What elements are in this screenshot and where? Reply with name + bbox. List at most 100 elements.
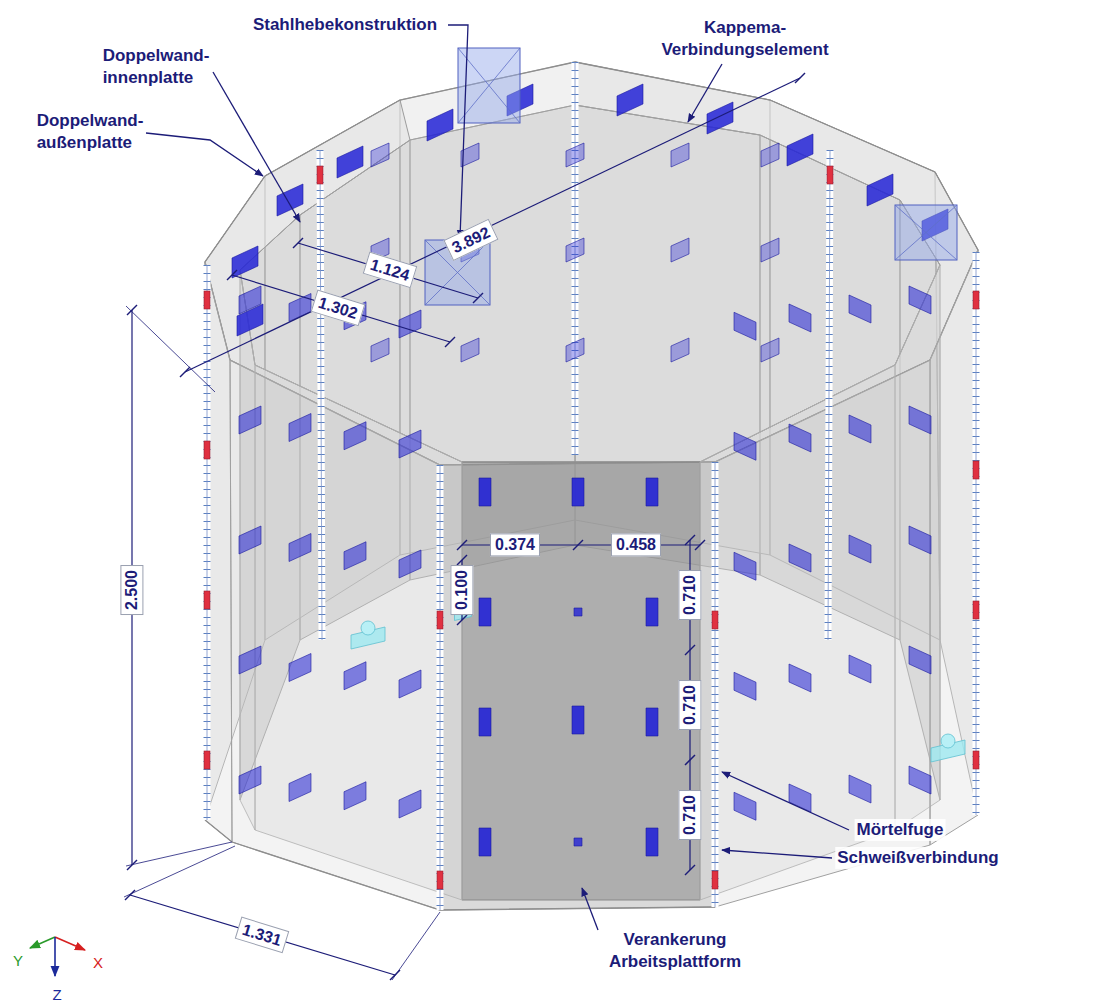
mortar-joint	[437, 465, 444, 910]
kappema-connector	[734, 672, 756, 700]
dimension-tick	[473, 293, 483, 303]
dimension-tick	[685, 535, 695, 545]
kappema-connector	[239, 646, 261, 674]
part-label: Kappema- Verbindungselement	[659, 17, 830, 61]
mortar-joint-line	[207, 265, 208, 820]
mortar-joint-line	[976, 252, 977, 815]
kappema-connector	[337, 146, 363, 178]
kappema-connector	[427, 109, 453, 141]
mortar-joint	[320, 150, 322, 640]
weld-connection	[973, 461, 979, 479]
leader-line	[213, 72, 300, 222]
leader-line	[448, 25, 468, 238]
mortar-joint-hatch	[204, 265, 211, 820]
leader-line	[582, 888, 598, 930]
kappema-connector	[789, 424, 811, 452]
dimension-tick	[227, 270, 237, 280]
mortar-joint-hatch	[712, 462, 719, 907]
weld-connection	[712, 611, 718, 629]
kappema-connector	[909, 406, 931, 434]
kappema-connector	[909, 526, 931, 554]
kappema-connector	[734, 552, 756, 580]
dimension-tick	[127, 305, 137, 315]
kappema-connector	[909, 766, 931, 794]
dimension-tick	[125, 890, 135, 900]
kappema-connector	[734, 432, 756, 460]
outer-bottom-edge	[205, 820, 715, 910]
kappema-connector	[232, 246, 258, 278]
dimension-tick	[390, 970, 400, 980]
dimension-label: 1.124	[363, 252, 418, 289]
axis-label: X	[93, 954, 103, 971]
weld-connection	[317, 166, 323, 184]
kappema-connector	[479, 828, 491, 856]
mortar-joint-line	[320, 150, 322, 640]
kappema-connector	[239, 766, 261, 794]
kappema-connector	[909, 286, 931, 314]
mortar-joint-hatch	[828, 150, 830, 640]
axis-y	[30, 937, 55, 948]
kappema-connector	[671, 238, 689, 262]
support-hinge	[941, 734, 955, 748]
kappema-connector	[566, 143, 584, 167]
kappema-connector	[646, 828, 658, 856]
kappema-connector	[849, 775, 871, 803]
kappema-connector	[479, 478, 491, 506]
dimension-tick	[685, 865, 695, 875]
kappema-connector	[566, 338, 584, 362]
dimension-label: 0.374	[490, 533, 540, 556]
kappema-connector	[399, 670, 421, 698]
dimension-tick	[457, 615, 467, 625]
weld-connection	[973, 601, 979, 619]
dimension-label: 0.710	[678, 790, 701, 840]
kappema-connector	[399, 430, 421, 458]
kappema-connector	[289, 654, 311, 682]
dimension-tick	[685, 645, 695, 655]
mortar-joint-line	[440, 465, 441, 910]
part-label: Schweißverbindung	[835, 847, 1001, 869]
kappema-connector	[572, 478, 584, 506]
weld-connection	[204, 291, 210, 309]
part-label: Mörtelfuge	[855, 819, 946, 841]
kappema-connector	[289, 414, 311, 442]
mortar-joint-hatch	[437, 465, 444, 910]
weld-connection	[204, 751, 210, 769]
kappema-connector	[909, 646, 931, 674]
kappema-connector	[761, 143, 779, 167]
dimension-line	[130, 895, 395, 975]
mortar-joint	[204, 265, 211, 820]
dimension-line	[232, 275, 450, 342]
kappema-connector	[237, 304, 263, 336]
kappema-connector	[566, 238, 584, 262]
kappema-connector	[646, 478, 658, 506]
dimension-tick	[685, 755, 695, 765]
mortar-joint	[712, 462, 719, 907]
kappema-connector	[789, 664, 811, 692]
mortar-joint	[828, 150, 830, 640]
dimension-label: 0.710	[678, 680, 701, 730]
kappema-connector	[849, 415, 871, 443]
mortar-joint-hatch	[320, 150, 322, 640]
kappema-connector	[479, 598, 491, 626]
kappema-connector	[371, 338, 389, 362]
mortar-joint-line	[575, 62, 576, 455]
weld-connection	[437, 871, 443, 889]
kappema-connector	[239, 526, 261, 554]
part-label: Doppelwand- innenplatte	[101, 45, 212, 89]
dimension-tick	[795, 73, 805, 83]
dimension-label: 0.100	[450, 565, 473, 615]
axis-label: Y	[13, 952, 23, 969]
kappema-connector	[399, 790, 421, 818]
kappema-connector	[761, 338, 779, 362]
part-label: Stahlhebekonstruktion	[251, 14, 439, 36]
support-hinge	[361, 621, 375, 635]
mortar-joint-hatch	[973, 252, 980, 815]
kappema-connector	[344, 662, 366, 690]
kappema-connector	[461, 338, 479, 362]
kappema-connector	[849, 655, 871, 683]
leader-line	[722, 772, 849, 830]
dimension-tick	[573, 540, 583, 550]
kappema-connector	[646, 598, 658, 626]
part-label: Doppelwand- außenplatte	[35, 110, 146, 154]
